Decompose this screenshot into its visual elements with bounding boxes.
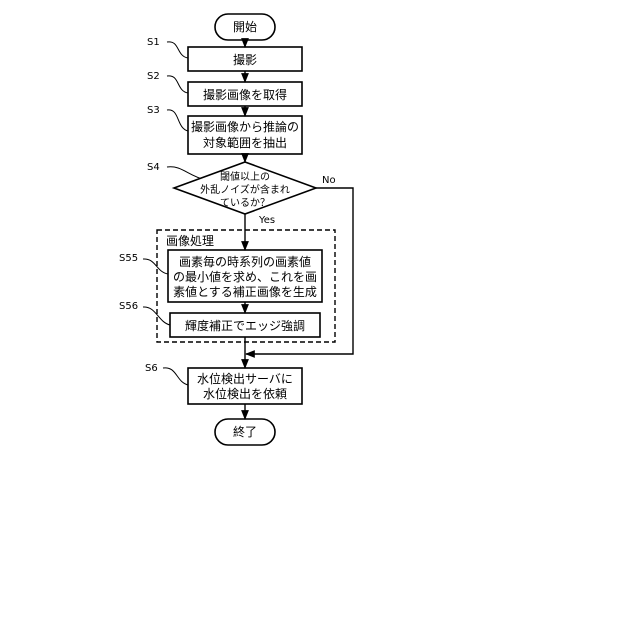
- step-s55-id: S55: [119, 253, 138, 264]
- no-label: No: [322, 175, 336, 186]
- step-s1: S1 撮影: [147, 37, 302, 71]
- decision-text-line1: 閾値以上の: [220, 170, 270, 183]
- yes-label: Yes: [258, 215, 275, 226]
- step-s4: S4 閾値以上の 外乱ノイズが含まれ ているか？: [147, 162, 316, 214]
- step-s3: S3 撮影画像から推論の 対象範囲を抽出: [147, 105, 302, 154]
- step-s6-id: S6: [145, 363, 158, 374]
- step-s55-text-line3: 素値とする補正画像を生成: [173, 284, 317, 299]
- step-s3-id: S3: [147, 105, 160, 116]
- step-s2-text: 撮影画像を取得: [203, 87, 287, 102]
- end-label: 終了: [233, 424, 257, 439]
- decision-text-line2: 外乱ノイズが含まれ: [200, 183, 290, 196]
- end-terminator: 終了: [215, 419, 275, 445]
- step-s3-text-line1: 撮影画像から推論の: [191, 119, 299, 134]
- decision-text-line3: ているか？: [220, 197, 270, 209]
- step-s4-id: S4: [147, 162, 160, 173]
- step-s6: S6 水位検出サーバに 水位検出を依頼: [145, 363, 302, 404]
- step-s55-leader: [143, 259, 168, 274]
- step-s2: S2 撮影画像を取得: [147, 71, 302, 106]
- step-s6-text-line1: 水位検出サーバに: [197, 371, 293, 386]
- step-s3-leader: [167, 110, 188, 131]
- step-s6-text-line2: 水位検出を依頼: [203, 386, 287, 401]
- step-s2-id: S2: [147, 71, 160, 82]
- step-s6-leader: [163, 368, 188, 385]
- image-processing-group: 画像処理 S55 画素毎の時系列の画素値 の最小値を求め、これを画 素値とする補…: [119, 230, 335, 342]
- step-s3-text-line2: 対象範囲を抽出: [203, 135, 287, 150]
- step-s1-leader: [167, 42, 188, 58]
- start-terminator: 開始: [215, 14, 275, 40]
- step-s56-id: S56: [119, 301, 138, 312]
- step-s2-leader: [167, 76, 188, 93]
- start-label: 開始: [233, 20, 257, 34]
- step-s55-text-line2: の最小値を求め、これを画: [173, 269, 317, 284]
- step-s1-text: 撮影: [233, 53, 257, 67]
- step-s1-id: S1: [147, 37, 160, 48]
- step-s55-text-line1: 画素毎の時系列の画素値: [179, 254, 311, 269]
- step-s56-text: 輝度補正でエッジ強調: [185, 318, 305, 333]
- group-label: 画像処理: [166, 234, 214, 248]
